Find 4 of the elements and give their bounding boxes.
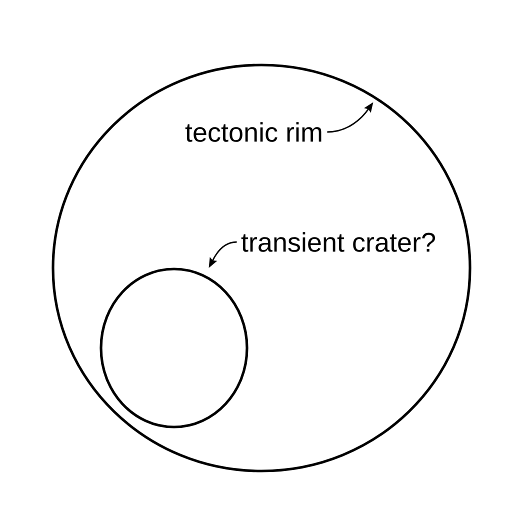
outer-circle [52,64,472,472]
inner-circle [100,268,248,428]
callout-label: transient crater? [241,232,435,252]
callout-label: tectonic rim [185,122,322,142]
